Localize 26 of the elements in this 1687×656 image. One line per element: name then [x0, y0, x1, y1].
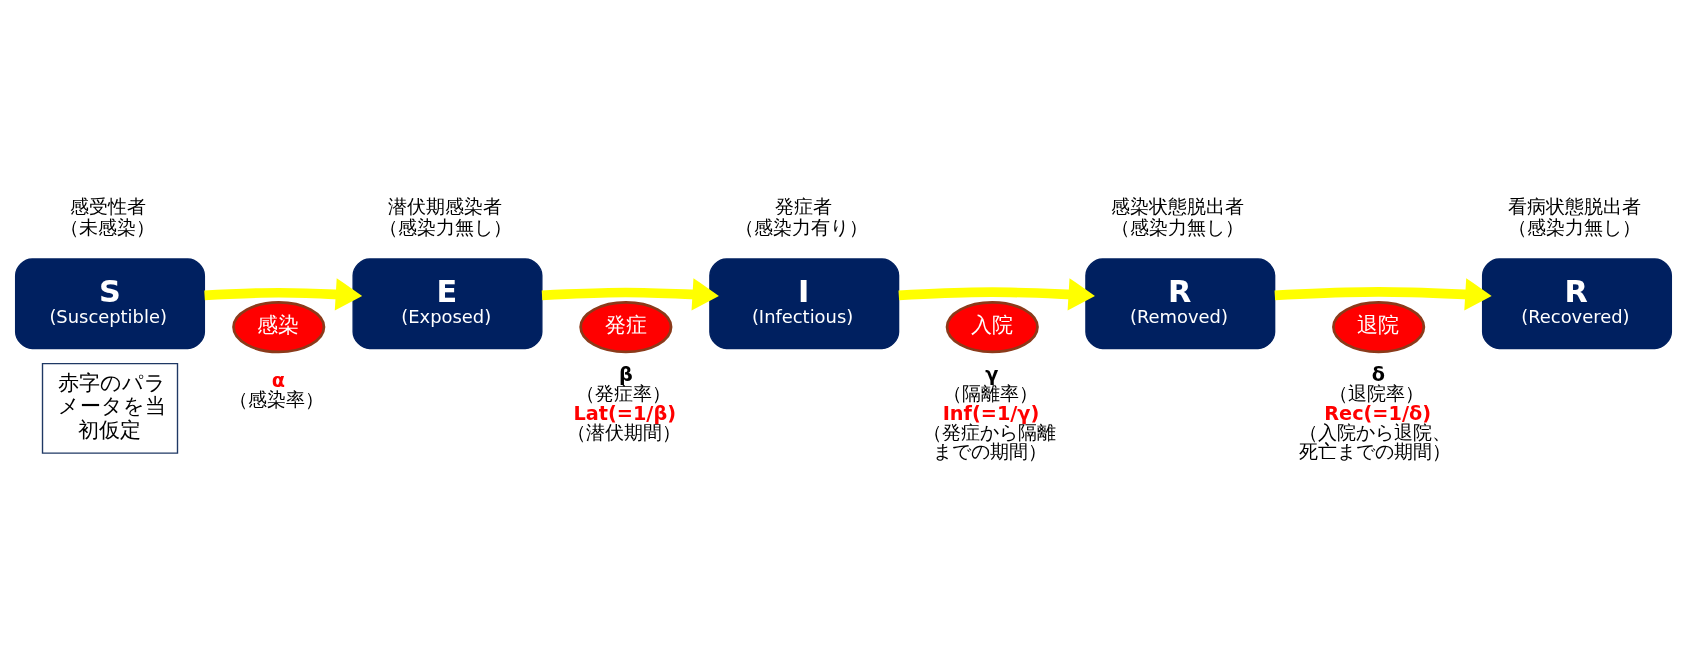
node-box: E (Exposed) [352, 257, 543, 349]
node-label: （未感染） [60, 215, 156, 239]
node-label: （感染力無し） [1508, 215, 1642, 239]
node-label: （退院率） [1329, 381, 1425, 405]
node-label: （感染力無し） [378, 215, 512, 239]
node-label: 発症者 [774, 194, 832, 218]
node-box: R (Removed) [1085, 257, 1276, 349]
node-label: 潜伏期感染者 [388, 194, 503, 218]
node-ellipse: 退院 [1332, 300, 1426, 353]
node-label: 感染状態脱出者 [1111, 194, 1245, 218]
node-label: （感染力無し） [1111, 215, 1245, 239]
node-box: S (Susceptible) [14, 257, 206, 349]
node-label: （感染力有り） [735, 215, 869, 239]
node-label: 看病状態脱出者 [1508, 194, 1642, 218]
arrow [541, 277, 719, 311]
node-label: （感染率） [229, 387, 325, 411]
node-ellipse: 入院 [945, 300, 1039, 353]
arrow [1274, 277, 1492, 311]
node-box: 赤字のパラメータを当初仮定 [41, 362, 179, 454]
node-ellipse: 感染 [232, 300, 326, 353]
node-label: 感受性者 [70, 194, 147, 218]
node-ellipse: 発症 [579, 300, 673, 353]
node-box: R (Recovered) [1481, 257, 1673, 349]
arrow [898, 277, 1095, 311]
node-box: I (Infectious) [709, 257, 900, 349]
arrow [204, 277, 363, 311]
